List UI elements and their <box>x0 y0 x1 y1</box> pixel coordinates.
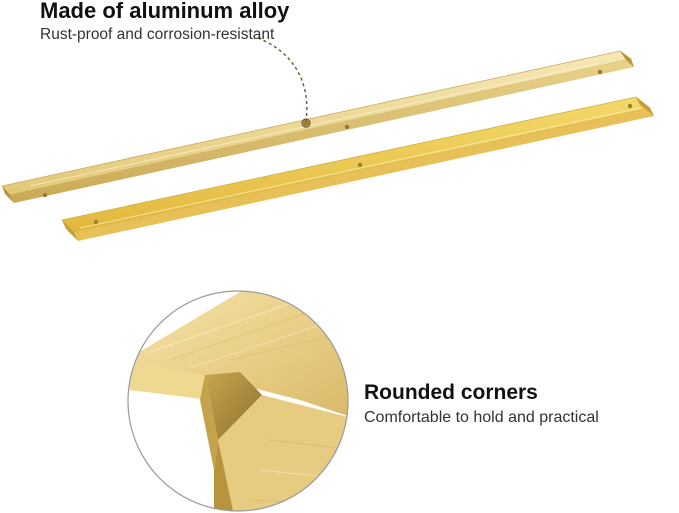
corner-detail-zoom <box>127 290 349 512</box>
corners-title: Rounded corners <box>364 381 538 404</box>
callout-dashed-line <box>257 37 308 122</box>
corners-subtitle: Comfortable to hold and practical <box>364 409 599 426</box>
lower-rail <box>61 96 654 241</box>
material-title: Made of aluminum alloy <box>40 0 290 23</box>
material-subtitle: Rust-proof and corrosion-resistant <box>40 26 275 43</box>
upper-rail <box>1 50 634 203</box>
